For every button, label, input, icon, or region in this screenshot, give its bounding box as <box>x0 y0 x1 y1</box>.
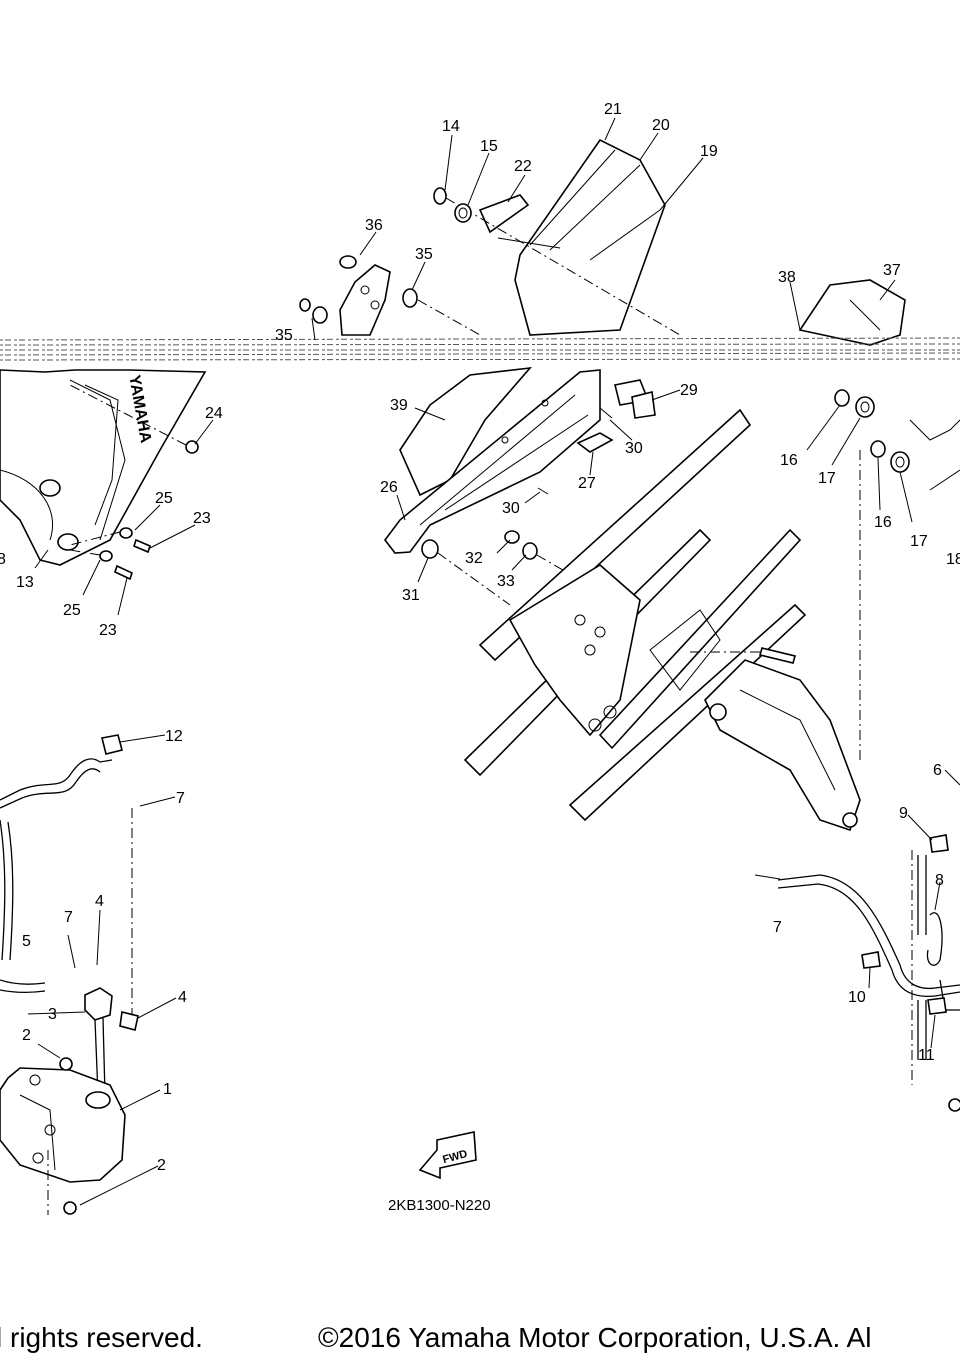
callout-25: 25 <box>155 490 173 507</box>
callout-6: 6 <box>933 762 942 779</box>
callout-labels: 21 20 19 14 15 22 36 35 35 38 37 24 39 2… <box>0 101 960 1174</box>
footer-rights-text: l rights reserved. <box>0 1322 203 1353</box>
callout-3: 3 <box>48 1006 57 1023</box>
bolt-32 <box>504 530 520 544</box>
callout-1: 1 <box>163 1081 172 1098</box>
side-cover-13: YAMAHA <box>0 369 207 566</box>
clip-30 <box>537 407 613 495</box>
callout-10: 10 <box>848 989 866 1006</box>
rear-subframe <box>463 408 807 822</box>
plate-27 <box>576 432 614 453</box>
bolt-14 <box>433 187 681 336</box>
clamp-9 <box>929 834 949 853</box>
clamp-12 <box>101 734 123 755</box>
rear-fender-39 <box>399 366 532 497</box>
callout-24: 24 <box>205 405 223 422</box>
bolt-2 <box>47 1057 77 1215</box>
decal-22 <box>478 194 530 234</box>
bolt-23 <box>114 538 151 581</box>
callout-38: 38 <box>778 269 796 286</box>
diagram-part-code: 2KB1300-N220 <box>388 1197 491 1214</box>
rear-fender <box>478 138 666 336</box>
callout-17-lower: 17 <box>910 533 928 550</box>
footer-copyright-text: ©2016 Yamaha Motor Corporation, U.S.A. A… <box>318 1322 872 1353</box>
breather-hose <box>0 758 113 994</box>
callout-19: 19 <box>700 143 718 160</box>
callout-16-lower: 16 <box>874 514 892 531</box>
collar-35 <box>299 288 418 324</box>
collar-15 <box>454 203 472 223</box>
callout-35-lower: 35 <box>275 327 293 344</box>
callout-35: 35 <box>415 246 433 263</box>
callout-4: 4 <box>95 893 104 910</box>
callout-2-lower: 2 <box>157 1157 166 1174</box>
callout-25-lower: 25 <box>63 602 81 619</box>
callout-20: 20 <box>652 117 670 134</box>
callout-9: 9 <box>899 805 908 822</box>
collar-31 <box>421 539 511 606</box>
callout-36: 36 <box>365 217 383 234</box>
callout-13: 13 <box>16 574 34 591</box>
plate-29 <box>614 379 656 419</box>
callout-5: 5 <box>22 933 31 950</box>
tail-bracket <box>690 647 861 832</box>
guard-26 <box>383 369 601 554</box>
clamp-10 <box>861 951 881 969</box>
bracket-36 <box>339 255 391 336</box>
washer-25 <box>99 527 133 562</box>
callout-32: 32 <box>465 550 483 567</box>
callout-31: 31 <box>402 587 420 604</box>
callout-8-left: 8 <box>0 551 6 568</box>
tail-cover-37 <box>798 279 906 346</box>
callout-7-mid: 7 <box>64 909 73 926</box>
callout-26: 26 <box>380 479 398 496</box>
callout-7: 7 <box>176 790 185 807</box>
leader-lines <box>27 117 960 1206</box>
callout-23-lower: 23 <box>99 622 117 639</box>
callout-11: 11 <box>918 1047 935 1064</box>
callout-14: 14 <box>442 118 460 135</box>
callout-16: 16 <box>780 452 798 469</box>
callout-18: 18 <box>946 551 960 568</box>
callout-23: 23 <box>193 510 211 527</box>
callout-21: 21 <box>604 101 622 118</box>
callout-4-right: 4 <box>178 989 187 1006</box>
callout-29: 29 <box>680 382 698 399</box>
fwd-arrow-icon: FWD <box>418 1131 477 1180</box>
damper-16 <box>834 389 886 458</box>
damper-17 <box>855 396 910 473</box>
callout-30: 30 <box>625 440 643 457</box>
fuel-tank-1 <box>0 1067 126 1183</box>
callout-30-lower: 30 <box>502 500 520 517</box>
callout-2: 2 <box>22 1027 31 1044</box>
callout-8: 8 <box>935 872 944 889</box>
callout-15: 15 <box>480 138 498 155</box>
callout-17: 17 <box>818 470 836 487</box>
callout-22: 22 <box>514 158 532 175</box>
callout-39: 39 <box>390 397 408 414</box>
scan-noise-band <box>0 337 960 361</box>
callout-33: 33 <box>497 573 515 590</box>
clamp-11 <box>927 997 947 1015</box>
callout-27: 27 <box>578 475 596 492</box>
callout-37: 37 <box>883 262 901 279</box>
callout-12: 12 <box>165 728 183 745</box>
clip-8 <box>926 912 943 966</box>
callout-7-right: 7 <box>773 919 782 936</box>
